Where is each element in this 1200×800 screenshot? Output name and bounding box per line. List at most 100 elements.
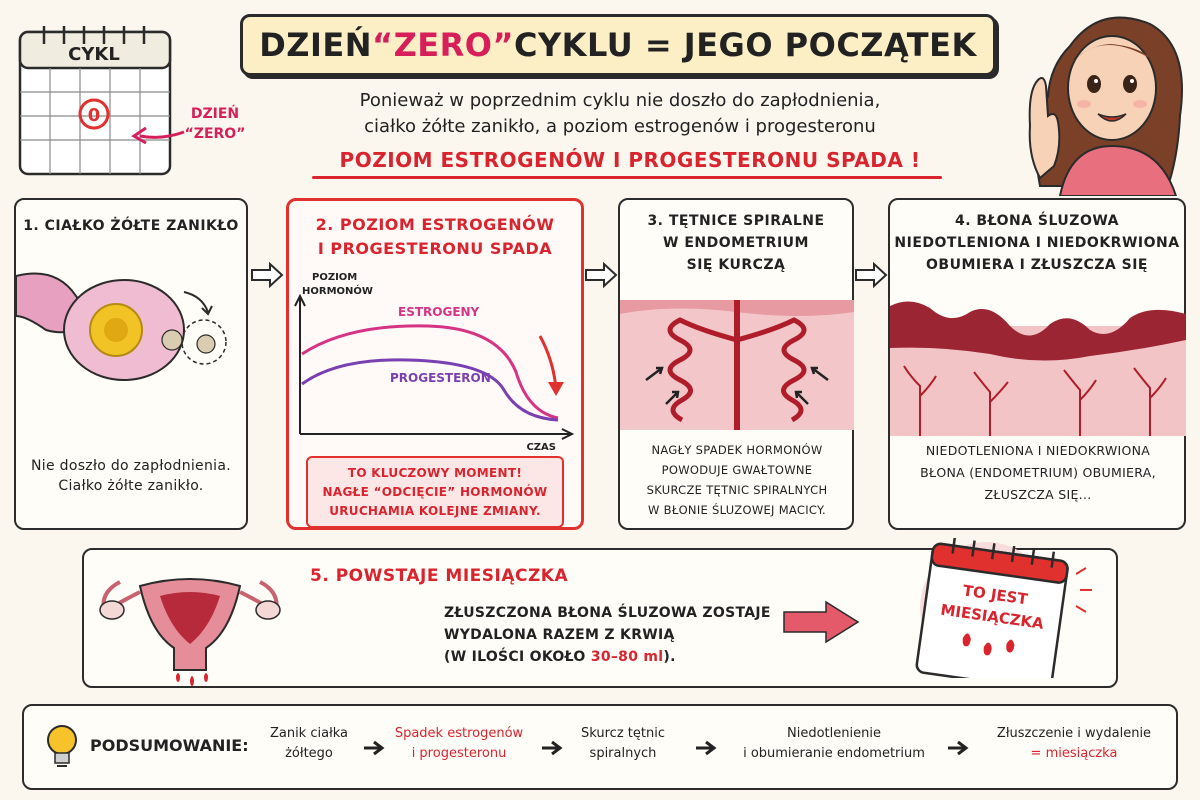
- step1-card: 1. CIAŁKO ŻÓŁTE ZANIKŁO Nie doszło do za…: [14, 198, 248, 530]
- summary-arrow-1: [364, 740, 385, 756]
- corpus-luteum-icon: [16, 272, 227, 381]
- summary-step-2-line2: i progesteronu: [411, 746, 507, 761]
- step4-text-line3: ZŁUSZCZA SIĘ...: [984, 487, 1092, 502]
- step4-title-line3: OBUMIERA I ZŁUSZCZA SIĘ: [926, 257, 1148, 273]
- step4-text: NIEDOTLENIONA I NIEDOKRWIONA BŁONA (ENDO…: [890, 440, 1186, 506]
- step2-title-line1: 2. POZIOM ESTROGENÓW: [315, 215, 555, 234]
- step3-text-line1: NAGŁY SPADEK HORMONÓW: [651, 443, 823, 457]
- chart-drop-arrow: [538, 335, 558, 391]
- step5-line3-pre: (W ILOŚCI OKOŁO: [444, 649, 591, 665]
- summary-arrow-4: [948, 740, 969, 756]
- step2-title: 2. POZIOM ESTROGENÓW I PROGESTERONU SPAD…: [289, 213, 581, 261]
- step5-line3-post: ).: [663, 649, 676, 665]
- step3-title-line1: 3. TĘTNICE SPIRALNE: [647, 213, 825, 229]
- summary-step-5-line2: = miesiączka: [1030, 746, 1118, 761]
- summary-label: PODSUMOWANIE:: [90, 736, 249, 755]
- chart-ylabel-line2: HORMONÓW: [302, 284, 373, 297]
- calendar-caption-line2: “ZERO”: [184, 126, 246, 142]
- moment-line2: NAGŁE “ODCIĘCIE” HORMONÓW: [322, 485, 548, 499]
- summary-arrow-2: [542, 740, 563, 756]
- chart-legend-estrogeny: ESTROGENY: [398, 305, 480, 319]
- summary-bar: PODSUMOWANIE: Zanik ciałka żółtego Spade…: [22, 704, 1178, 790]
- step4-title: 4. BŁONA ŚLUZOWA NIEDOTLENIONA I NIEDOKR…: [890, 210, 1184, 276]
- step3-title-line3: SIĘ KURCZĄ: [686, 257, 786, 273]
- intro-alert: POZIOM ESTROGENÓW I PROGESTERONU SPADA !: [339, 148, 921, 172]
- step3-text-line3: SKURCZE TĘTNIC SPIRALNYCH: [646, 483, 828, 497]
- chart-series-estrogeny: [301, 324, 559, 420]
- calendar-pointer-arrow: [131, 126, 185, 145]
- step5-amount: 30–80 ml: [590, 649, 664, 665]
- step5-text-line1: ZŁUSZCZONA BŁONA ŚLUZOWA ZOSTAJE: [444, 605, 771, 621]
- step5-title: 5. POWSTAJE MIESIĄCZKA: [310, 566, 569, 586]
- chart-x-axis-arrow: [561, 428, 575, 440]
- step4-text-line2: BŁONA (ENDOMETRIUM) OBUMIERA,: [920, 465, 1156, 480]
- step3-title: 3. TĘTNICE SPIRALNE W ENDOMETRIUM SIĘ KU…: [620, 210, 852, 276]
- lightbulb-icon: [47, 725, 77, 767]
- chart-xlabel: CZAS: [526, 442, 556, 452]
- shedding-endometrium-icon: [890, 301, 1186, 436]
- summary-step-3-line2: spiralnych: [589, 746, 657, 761]
- uterus-icon: [99, 578, 281, 686]
- summary-step-2-line1: Spadek estrogenów: [394, 726, 524, 741]
- title-part2: “ZERO”: [372, 26, 514, 64]
- woman-illustration: [1028, 16, 1183, 196]
- step2-key-moment: TO KLUCZOWY MOMENT! NAGŁE “ODCIĘCIE” HOR…: [306, 456, 564, 528]
- step3-text-line4: W BŁONIE ŚLUZOWEJ MACICY.: [648, 503, 826, 517]
- summary-step-5: Złuszczenie i wydalenie = miesiączka: [974, 724, 1174, 764]
- intro-line1: Ponieważ w poprzednim cyklu nie doszło d…: [359, 90, 881, 111]
- step1-text: Nie doszło do zapłodnienia. Ciałko żółte…: [16, 456, 246, 496]
- step2-title-line2: I PROGESTERONU SPADA: [317, 239, 553, 258]
- chart-y-axis-arrow: [294, 293, 306, 307]
- summary-step-4: Niedotlenienie i obumieranie endometrium: [724, 724, 944, 764]
- step5-text-line3: (W ILOŚCI OKOŁO 30–80 ml).: [444, 646, 771, 668]
- chart-legend-progesteron: PROGESTERON: [390, 371, 491, 385]
- summary-arrow-3: [696, 740, 717, 756]
- summary-step-1-line2: żółtego: [285, 746, 333, 761]
- summary-step-3: Skurcz tętnic spiralnych: [568, 724, 678, 764]
- step1-title: 1. CIAŁKO ŻÓŁTE ZANIKŁO: [23, 218, 239, 234]
- title-part3: CYKLU = JEGO POCZĄTEK: [514, 26, 977, 64]
- chart-series-progesteron: [301, 358, 559, 422]
- calendar-icon: 0 CYKL: [18, 26, 172, 176]
- step3-title-line2: W ENDOMETRIUM: [663, 235, 809, 251]
- step5-card: 5. POWSTAJE MIESIĄCZKA ZŁUSZCZONA BŁONA …: [82, 538, 1118, 688]
- calendar-label: CYKL: [68, 44, 120, 65]
- title-part1: DZIEŃ: [259, 26, 373, 64]
- moment-line1: TO KLUCZOWY MOMENT!: [347, 466, 523, 480]
- summary-step-1: Zanik ciałka żółtego: [244, 724, 374, 764]
- step1-text-line2: Ciałko żółte zanikło.: [58, 478, 204, 494]
- step3-text-line2: POWODUJE GWAŁTOWNE: [661, 463, 813, 477]
- summary-step-1-line1: Zanik ciałka: [269, 726, 349, 741]
- flow-arrow-3: [855, 262, 888, 288]
- intro-alert-underline: [312, 176, 942, 179]
- chart-ylabel-line1: POZIOM: [312, 272, 357, 283]
- period-calendar-icon: TO JEST MIESIĄCZKA: [915, 538, 1092, 678]
- calendar-zero: 0: [88, 105, 101, 126]
- step4-text-line1: NIEDOTLENIONA I NIEDOKRWIONA: [925, 443, 1151, 458]
- step4-title-line2: NIEDOTLENIONA I NIEDOKRWIONA: [894, 235, 1180, 251]
- summary-step-4-line2: i obumieranie endometrium: [743, 746, 925, 761]
- step3-card: 3. TĘTNICE SPIRALNE W ENDOMETRIUM SIĘ KU…: [618, 198, 854, 530]
- flow-arrow-2: [585, 262, 618, 288]
- summary-step-2: Spadek estrogenów i progesteronu: [384, 724, 534, 764]
- flow-arrow-1: [251, 262, 284, 288]
- step5-arrow: [783, 600, 860, 644]
- calendar-caption-line1: DZIEŃ: [190, 106, 240, 122]
- step3-text: NAGŁY SPADEK HORMONÓW POWODUJE GWAŁTOWNE…: [620, 440, 854, 520]
- step5-text: ZŁUSZCZONA BŁONA ŚLUZOWA ZOSTAJE WYDALON…: [444, 602, 771, 668]
- calendar-illustration: 0 CYKL: [14, 18, 174, 178]
- moment-line3: URUCHAMIA KOLEJNE ZMIANY.: [329, 504, 541, 518]
- spiral-arteries-icon: [620, 300, 854, 430]
- calendar-caption: DZIEŃ “ZERO”: [180, 104, 250, 144]
- summary-step-4-line1: Niedotlenienie: [787, 726, 881, 741]
- intro-text: Ponieważ w poprzednim cyklu nie doszło d…: [270, 88, 970, 140]
- summary-step-3-line1: Skurcz tętnic: [581, 726, 665, 741]
- page-title: DZIEŃ “ZERO” CYKLU = JEGO POCZĄTEK: [240, 14, 996, 76]
- summary-step-5-line1: Złuszczenie i wydalenie: [996, 726, 1152, 741]
- step4-title-line1: 4. BŁONA ŚLUZOWA: [955, 213, 1119, 229]
- step1-text-line1: Nie doszło do zapłodnienia.: [31, 458, 231, 474]
- chart-drop-arrowhead: [548, 382, 564, 396]
- hormone-chart: POZIOM HORMONÓW CZAS ESTROGENY PROGESTER…: [294, 272, 575, 452]
- step4-card: 4. BŁONA ŚLUZOWA NIEDOTLENIONA I NIEDOKR…: [888, 198, 1186, 530]
- step5-text-line2: WYDALONA RAZEM Z KRWIĄ: [444, 627, 675, 643]
